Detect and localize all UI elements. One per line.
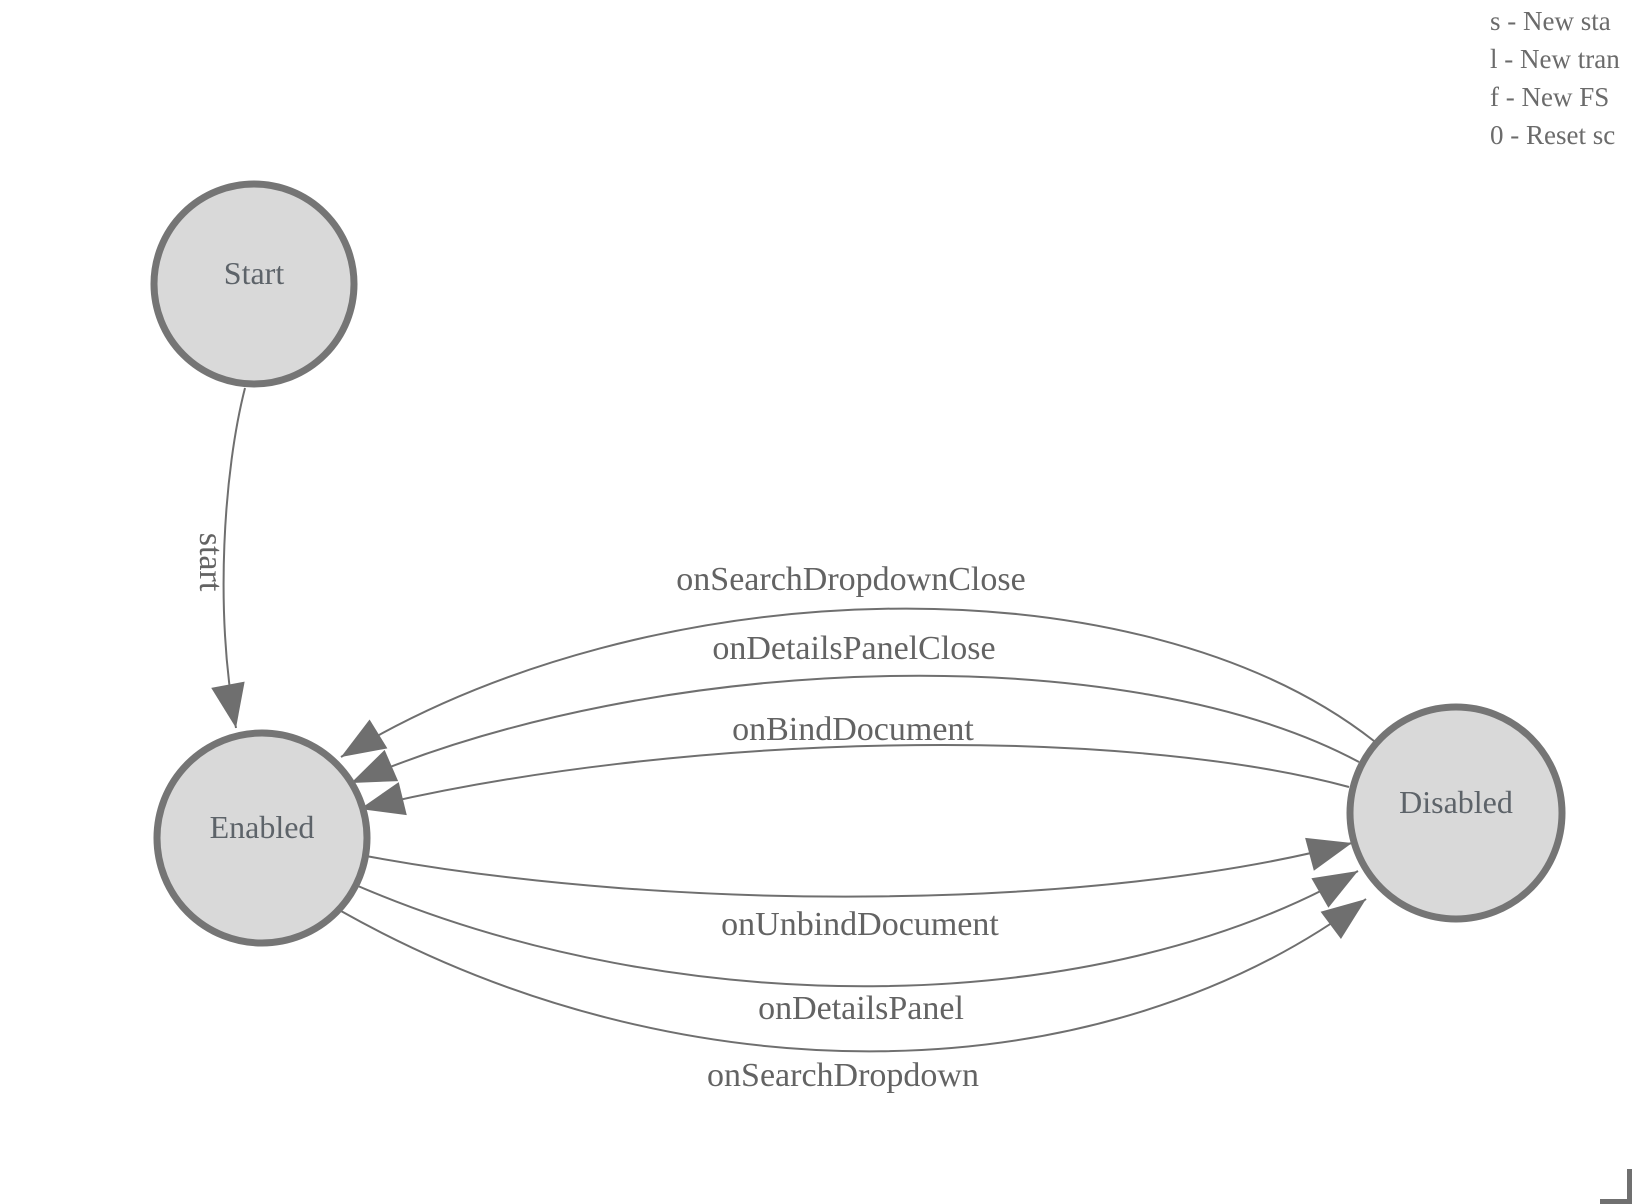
shortcut-legend: s - New sta l - New tran f - New FS 0 - … (1490, 2, 1620, 154)
transition-label-onUnbindDocument: onUnbindDocument (721, 906, 999, 943)
paper-corner-shape (1600, 1169, 1632, 1204)
transition-label-start: start (192, 533, 229, 592)
legend-line-new-fsm: f - New FS (1490, 82, 1610, 112)
transitions-layer: start onSearchDropdownClose onDetailsPan… (192, 387, 1375, 1094)
transition-start[interactable] (211, 387, 246, 729)
transition-onDetailsPanel[interactable] (357, 870, 1359, 988)
state-start[interactable]: Start (150, 180, 358, 388)
transition-onSearchDropdown[interactable] (340, 898, 1367, 1053)
transition-label-onDetailsPanelClose: onDetailsPanelClose (712, 630, 995, 667)
transition-label-onDetailsPanel: onDetailsPanel (758, 990, 964, 1027)
state-enabled[interactable]: Enabled (153, 729, 371, 947)
corner-horizontal-bar (1600, 1199, 1632, 1204)
legend-line-new-transition: l - New tran (1490, 44, 1620, 74)
transition-onUnbindDocument[interactable] (365, 837, 1353, 898)
state-disabled-circle[interactable] (1346, 703, 1566, 923)
state-disabled[interactable]: Disabled (1346, 703, 1566, 923)
corner-vertical-bar (1627, 1169, 1632, 1204)
legend-line-new-state: s - New sta (1490, 6, 1611, 36)
transition-onBindDocument[interactable] (359, 744, 1350, 816)
legend-line-reset: 0 - Reset sc (1490, 120, 1616, 150)
transition-onDetailsPanelClose[interactable] (350, 674, 1360, 784)
transition-label-onSearchDropdownClose: onSearchDropdownClose (676, 561, 1025, 598)
transition-label-onBindDocument: onBindDocument (732, 711, 974, 748)
transition-onSearchDropdownClose[interactable] (340, 607, 1375, 758)
state-start-circle[interactable] (150, 180, 358, 388)
state-enabled-circle[interactable] (153, 729, 371, 947)
transition-label-onSearchDropdown: onSearchDropdown (707, 1057, 979, 1094)
